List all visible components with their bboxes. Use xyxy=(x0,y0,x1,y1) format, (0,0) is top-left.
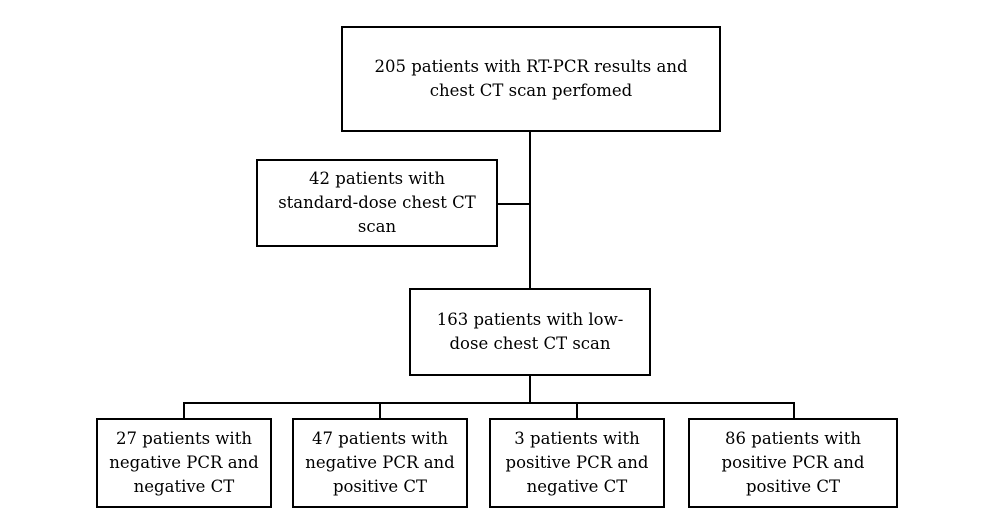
outcome-1-line-1: 27 patients with xyxy=(116,429,252,448)
box-outcome-pos-pcr-pos-ct: 86 patients with positive PCR and positi… xyxy=(688,418,898,508)
box-low-dose-patients: 163 patients with low- dose chest CT sca… xyxy=(409,288,651,376)
box-all-patients: 205 patients with RT-PCR results and che… xyxy=(341,26,721,132)
box-all-patients-line-2: chest CT scan perfomed xyxy=(429,81,633,100)
box-all-patients-line-1: 205 patients with RT-PCR results and xyxy=(374,57,688,76)
outcome-4-line-3: positive CT xyxy=(745,477,841,496)
box-standard-dose-patients: 42 patients with standard-dose chest CT … xyxy=(256,159,498,247)
outcome-4-line-1: 86 patients with xyxy=(725,429,861,448)
outcome-2-line-1: 47 patients with xyxy=(312,429,448,448)
box-low-dose-line-1: 163 patients with low- xyxy=(436,310,624,329)
outcome-2-line-3: positive CT xyxy=(332,477,428,496)
box-outcome-neg-pcr-pos-ct: 47 patients with negative PCR and positi… xyxy=(292,418,468,508)
outcome-1-line-3: negative CT xyxy=(133,477,235,496)
outcome-2-line-2: negative PCR and xyxy=(305,453,455,472)
box-outcome-pos-pcr-neg-ct: 3 patients with positive PCR and negativ… xyxy=(489,418,665,508)
outcome-3-line-3: negative CT xyxy=(526,477,628,496)
outcome-3-line-2: positive PCR and xyxy=(505,453,649,472)
outcome-3-line-1: 3 patients with xyxy=(514,429,640,448)
box-standard-dose-line-2: standard-dose chest CT xyxy=(278,193,476,212)
box-standard-dose-line-1: 42 patients with xyxy=(309,169,445,188)
box-outcome-neg-pcr-neg-ct: 27 patients with negative PCR and negati… xyxy=(96,418,272,508)
outcome-4-line-2: positive PCR and xyxy=(721,453,865,472)
box-standard-dose-line-3: scan xyxy=(357,217,397,236)
outcome-1-line-2: negative PCR and xyxy=(109,453,259,472)
box-low-dose-line-2: dose chest CT scan xyxy=(449,334,611,353)
